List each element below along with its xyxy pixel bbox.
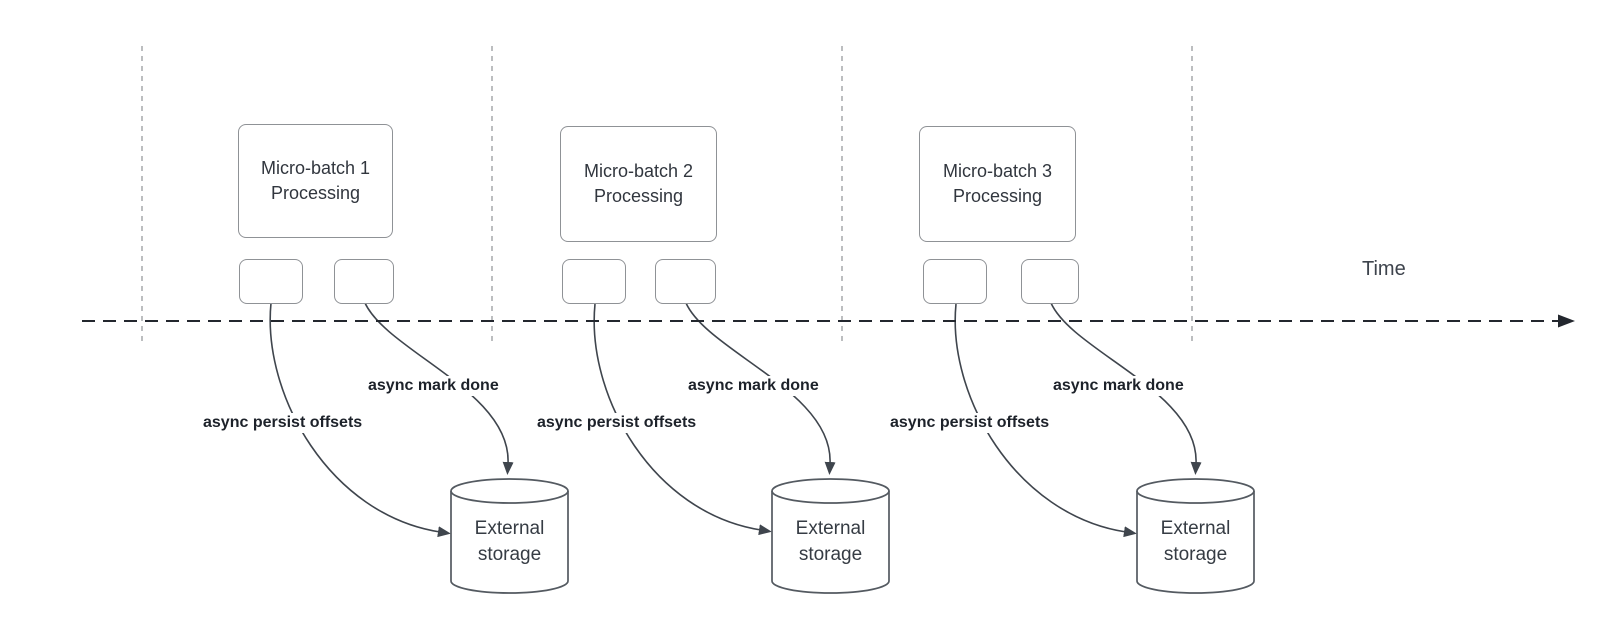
mark-done-label-2: async mark done xyxy=(685,376,822,396)
micro-batch-3-box: Micro-batch 3 Processing xyxy=(919,126,1076,242)
persist-offsets-arrow-1 xyxy=(269,302,451,538)
micro-batch-2-box: Micro-batch 2 Processing xyxy=(560,126,717,242)
micro-batch-1-title-line1: Micro-batch 1 xyxy=(260,157,371,178)
mark-done-label-3: async mark done xyxy=(1050,376,1187,396)
mark-done-arrow-3 xyxy=(1050,302,1202,475)
persist-offsets-label-3: async persist offsets xyxy=(887,413,1053,433)
micro-batch-2-title-line2: Processing xyxy=(593,186,684,206)
task-box-1-done xyxy=(334,259,394,304)
task-box-2-done xyxy=(655,259,716,304)
micro-batch-3-title-line2: Processing xyxy=(952,186,1043,206)
storage-label-3-line1: External xyxy=(1160,518,1231,540)
persist-offsets-arrow-2 xyxy=(593,303,772,536)
storage-label-1-line1: External xyxy=(474,518,545,540)
storage-label-2-line1: External xyxy=(795,518,866,540)
storage-label-1-line2: storage xyxy=(477,544,542,565)
persist-offsets-label-1: async persist offsets xyxy=(200,413,366,433)
micro-batch-1-title-line2: Processing xyxy=(270,183,361,203)
storage-label-3: External storage xyxy=(1137,479,1254,593)
task-box-3-persist xyxy=(923,259,987,304)
time-axis-label: Time xyxy=(1362,258,1406,280)
task-box-3-done xyxy=(1021,259,1079,304)
micro-batch-1-box: Micro-batch 1 Processing xyxy=(238,124,393,238)
storage-label-3-line2: storage xyxy=(1163,544,1228,565)
external-storage-cylinder-2 xyxy=(771,478,890,594)
storage-label-2: External storage xyxy=(772,479,889,593)
external-storage-cylinder-3 xyxy=(1136,478,1255,594)
micro-batch-2-title-line1: Micro-batch 2 xyxy=(583,160,694,181)
persist-offsets-label-2: async persist offsets xyxy=(534,413,700,433)
micro-batch-3-title-line1: Micro-batch 3 xyxy=(942,160,1053,181)
task-box-2-persist xyxy=(562,259,626,304)
persist-offsets-arrow-3 xyxy=(954,303,1137,538)
mark-done-label-1: async mark done xyxy=(365,376,502,396)
storage-label-1: External storage xyxy=(451,479,568,593)
task-box-1-persist xyxy=(239,259,303,304)
storage-label-2-line2: storage xyxy=(798,544,863,565)
external-storage-cylinder-1 xyxy=(450,478,569,594)
